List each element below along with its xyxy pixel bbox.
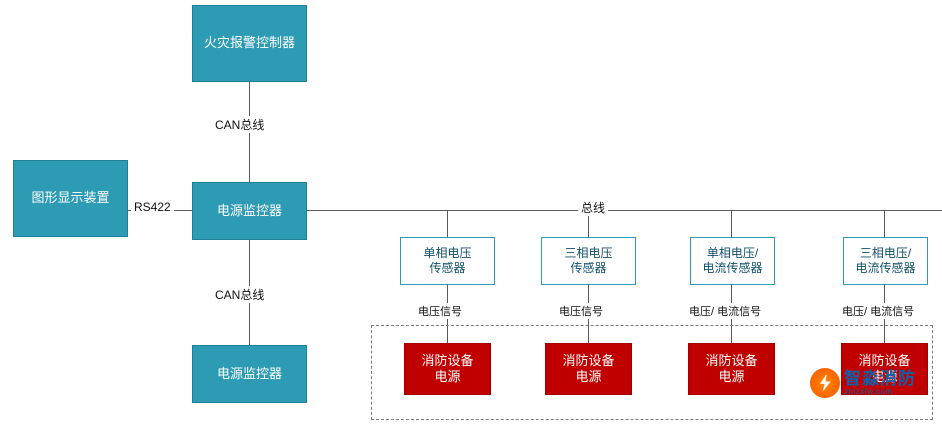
node-sensor-4[interactable]: 三相电压/ 电流传感器 <box>843 237 928 285</box>
watermark-text: 智淼消防 zmzxfw.com <box>844 370 916 396</box>
edge-can-bus-top <box>249 82 250 197</box>
edge-label-can-bus-bottom: CAN总线 <box>212 286 268 303</box>
edge-label-signal-1: 电压信号 <box>416 303 464 319</box>
edge-bus-drop-1 <box>447 210 448 237</box>
edge-bus-drop-2 <box>588 210 589 237</box>
node-graphic-display[interactable]: 图形显示装置 <box>13 160 128 237</box>
edge-label-signal-2: 电压信号 <box>557 303 605 319</box>
edge-bus-horizontal <box>307 210 942 211</box>
edge-bus-drop-4 <box>884 210 885 237</box>
node-power-monitor-main[interactable]: 电源监控器 <box>192 182 307 240</box>
node-sensor-2[interactable]: 三相电压 传感器 <box>541 237 636 285</box>
node-device-3[interactable]: 消防设备 电源 <box>688 343 775 395</box>
watermark-title: 智淼消防 <box>844 368 916 388</box>
edge-label-can-bus-top: CAN总线 <box>212 116 268 133</box>
node-device-2[interactable]: 消防设备 电源 <box>545 343 632 395</box>
node-fire-alarm-controller[interactable]: 火灾报警控制器 <box>192 5 307 82</box>
node-sensor-3[interactable]: 单相电压/ 电流传感器 <box>690 237 775 285</box>
power-supply-group-box <box>371 325 933 420</box>
edge-bus-drop-3 <box>731 210 732 237</box>
watermark: 智淼消防 zmzxfw.com <box>810 368 916 398</box>
node-power-monitor-sub[interactable]: 电源监控器 <box>192 345 307 403</box>
edge-label-signal-3: 电压/ 电流信号 <box>687 303 764 319</box>
node-sensor-1[interactable]: 单相电压 传感器 <box>400 237 495 285</box>
watermark-subtitle: zmzxfw.com <box>844 386 893 396</box>
lightning-logo-icon <box>810 368 840 398</box>
edge-label-bus: 总线 <box>578 199 609 216</box>
edge-label-signal-4: 电压/ 电流信号 <box>840 303 917 319</box>
node-device-4[interactable]: 消防设备 电源 <box>841 343 928 395</box>
edge-label-rs422: RS422 <box>131 200 174 214</box>
node-device-1[interactable]: 消防设备 电源 <box>404 343 491 395</box>
